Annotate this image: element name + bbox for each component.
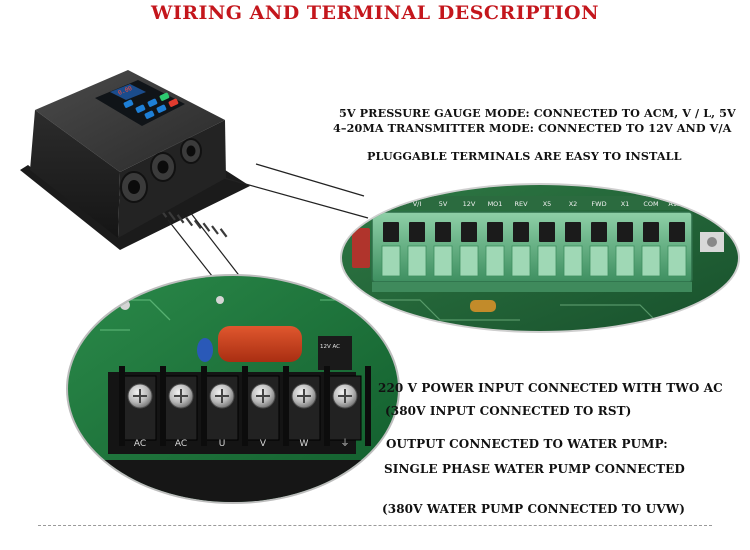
terminal-slot	[409, 222, 425, 242]
lower-terminal-labels: AC AC U V W ⏚	[134, 438, 350, 449]
terminal-pin	[563, 245, 583, 277]
terminal-slot	[565, 222, 581, 242]
terminal-slot	[591, 222, 607, 242]
key-button[interactable]	[156, 104, 167, 113]
power-input-text: 220 V POWER INPUT CONNECTED WITH TWO AC	[378, 381, 723, 395]
terminal-slot	[513, 222, 529, 242]
housing-top	[35, 70, 225, 172]
terminal-barrier	[365, 366, 371, 446]
terminal-slot	[461, 222, 477, 242]
terminal-slot	[435, 222, 451, 242]
terminal-pin	[615, 245, 635, 277]
terminal-pin	[381, 245, 401, 277]
terminal-label: 5V	[439, 200, 448, 208]
terminal-slot	[487, 222, 503, 242]
terminal-slot	[643, 222, 659, 242]
terminal-label: COM	[643, 200, 658, 208]
cable-glands	[120, 138, 202, 203]
terminal-barrier	[324, 366, 330, 446]
terminal-slot	[539, 222, 555, 242]
terminal-pin	[485, 245, 505, 277]
terminal-barrier	[160, 366, 166, 446]
terminal-pin	[589, 245, 609, 277]
run-button[interactable]	[159, 92, 170, 101]
controller-device: 0.00	[20, 70, 250, 250]
relay-component	[318, 336, 352, 370]
terminal-pin	[667, 245, 687, 277]
key-button[interactable]	[135, 104, 146, 113]
pressure-mode-text: 5V PRESSURE GAUGE MODE: CONNECTED TO ACM…	[339, 106, 736, 120]
terminal-pin	[537, 245, 557, 277]
pump-380-text: (380V WATER PUMP CONNECTED TO UVW)	[382, 502, 685, 516]
power-380-text: (380V INPUT CONNECTED TO RST)	[385, 404, 632, 418]
divider-line	[38, 525, 712, 526]
terminal-barrier	[242, 366, 248, 446]
terminal-label: AC	[175, 439, 187, 449]
key-button[interactable]	[144, 110, 155, 119]
transmitter-mode-text: 4–20MA TRANSMITTER MODE: CONNECTED TO 12…	[333, 121, 732, 135]
lower-terminal-zoom: 12V AC AC AC U V W ⏚	[66, 274, 400, 504]
page-title: WIRING AND TERMINAL DESCRIPTION	[151, 2, 599, 24]
keypad-buttons	[123, 92, 179, 119]
key-button[interactable]	[147, 98, 158, 107]
terminal-slot	[383, 222, 399, 242]
terminal-label: REV	[514, 200, 528, 208]
terminal-slot	[669, 222, 685, 242]
terminal-pin	[433, 245, 453, 277]
display-window	[110, 84, 146, 100]
terminal-pin	[641, 245, 661, 277]
terminal-label: X1	[621, 200, 630, 208]
terminal-label: X5	[543, 200, 552, 208]
housing-front	[30, 110, 120, 238]
stop-button[interactable]	[168, 98, 179, 107]
terminal-barrier	[283, 366, 289, 446]
terminal-label: AC	[134, 439, 146, 449]
terminal-label: X2	[569, 200, 578, 208]
terminal-label: 12V	[463, 200, 476, 208]
terminal-label: MO1	[488, 200, 503, 208]
terminal-label: U	[219, 439, 226, 449]
output-text: OUTPUT CONNECTED TO WATER PUMP:	[386, 437, 668, 451]
terminal-label: ⏚	[340, 438, 349, 449]
blue-capacitor	[197, 338, 213, 362]
pluggable-text: PLUGGABLE TERMINALS ARE EASY TO INSTALL	[367, 149, 682, 163]
component-label: 12V AC	[320, 344, 340, 350]
terminal-label: W	[300, 439, 309, 449]
terminal-label: FWD	[591, 200, 606, 208]
terminal-label: V	[260, 439, 267, 449]
terminal-barrier	[201, 366, 207, 446]
film-capacitor	[218, 326, 302, 362]
terminal-label: V/I	[413, 200, 422, 208]
terminal-pin	[407, 245, 427, 277]
terminal-barrier	[119, 366, 125, 446]
key-button[interactable]	[123, 99, 134, 108]
single-phase-text: SINGLE PHASE WATER PUMP CONNECTED	[384, 462, 685, 476]
terminal-pin	[511, 245, 531, 277]
terminal-slot	[617, 222, 633, 242]
terminal-pin	[459, 245, 479, 277]
